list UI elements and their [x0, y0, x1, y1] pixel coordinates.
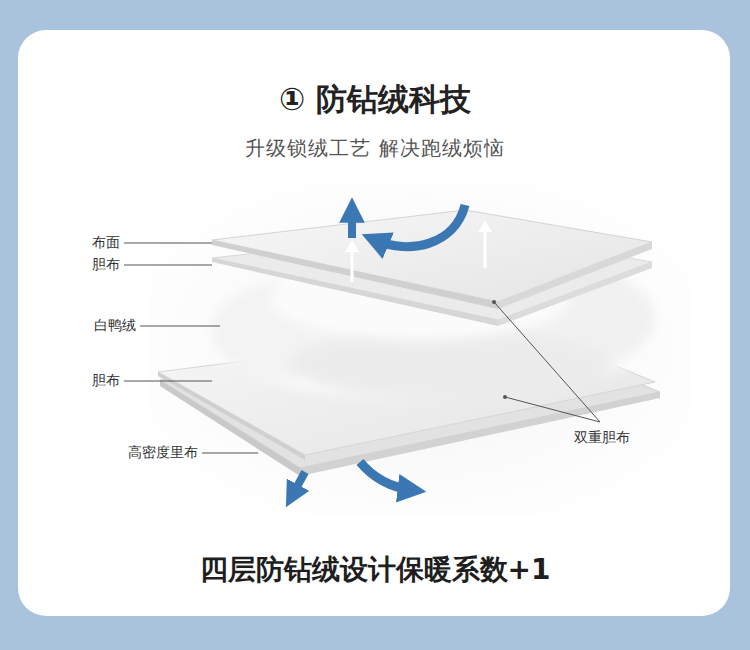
part-label: 布面: [92, 234, 120, 252]
part-label: 胆布: [92, 372, 120, 390]
part-label: 双重胆布: [574, 429, 630, 447]
title: ① 防钻绒科技: [279, 79, 471, 121]
part-label: 胆布: [92, 256, 120, 274]
caption: 四层防钻绒设计保暖系数+1: [200, 551, 551, 589]
part-label: 高密度里布: [128, 444, 198, 462]
subtitle: 升级锁绒工艺 解决跑绒烦恼: [245, 135, 504, 162]
part-label: 白鸭绒: [94, 317, 136, 335]
